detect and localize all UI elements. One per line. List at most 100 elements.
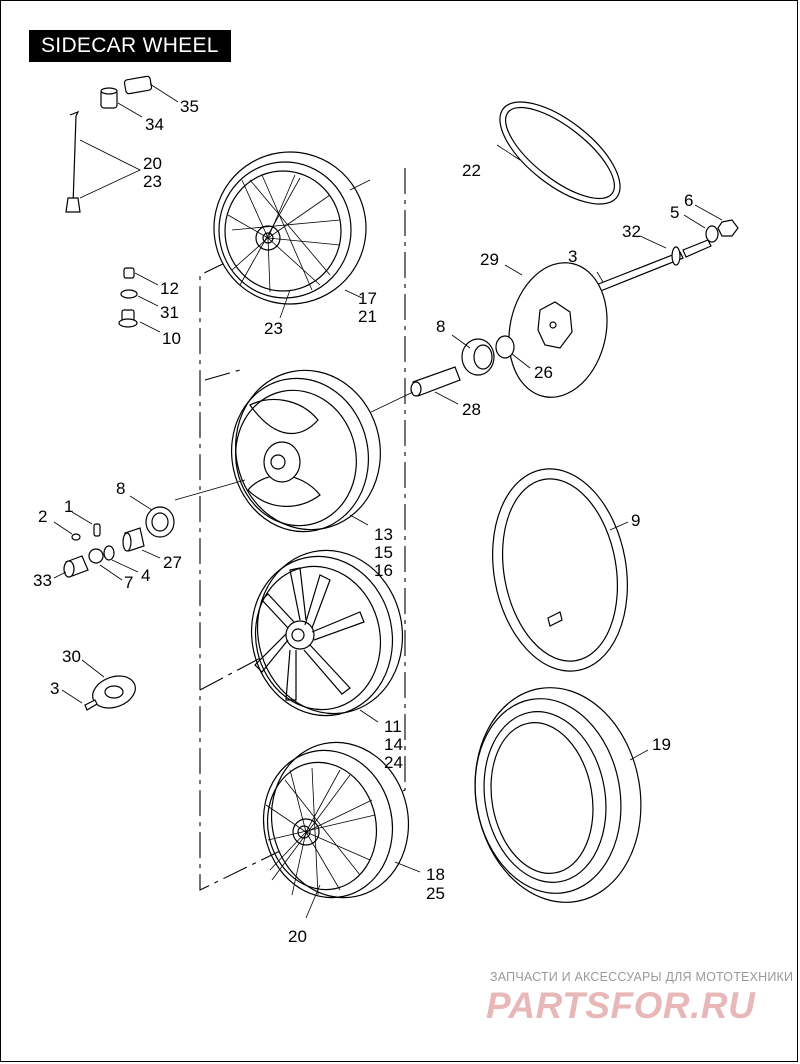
callout-21: 21 bbox=[358, 307, 377, 326]
leader-sleeve-wheel bbox=[364, 391, 414, 416]
leader-17 bbox=[344, 289, 363, 299]
leader-11 bbox=[359, 709, 379, 723]
callout-30: 30 bbox=[62, 647, 81, 666]
leader-22 bbox=[496, 144, 521, 161]
callout-17: 17 bbox=[358, 289, 377, 308]
callout-23b: 23 bbox=[264, 319, 283, 338]
callout-20a: 20 bbox=[143, 154, 162, 173]
callout-29: 29 bbox=[480, 250, 499, 269]
callout-15: 15 bbox=[374, 543, 393, 562]
leader-28 bbox=[434, 391, 459, 405]
callout-13: 13 bbox=[374, 525, 393, 544]
bearing-right-part bbox=[461, 338, 495, 376]
leader-8a bbox=[451, 334, 471, 349]
leader-wheel-dash bbox=[349, 179, 371, 191]
leader-9 bbox=[609, 521, 629, 531]
tire-part bbox=[474, 687, 642, 903]
callout-2: 2 bbox=[38, 507, 47, 526]
axle-nut-part bbox=[717, 219, 739, 237]
leader-3a bbox=[596, 271, 604, 283]
bearing-spacer-part bbox=[495, 335, 515, 359]
disc-wheel-part bbox=[230, 369, 381, 533]
leader-7 bbox=[99, 564, 123, 581]
thrust-washer-part bbox=[103, 545, 115, 561]
leader-6 bbox=[694, 204, 723, 221]
leader-bearing-wheel bbox=[174, 479, 246, 501]
callout-31: 31 bbox=[160, 303, 179, 322]
leader-19 bbox=[629, 749, 649, 761]
callout-8a: 8 bbox=[436, 317, 445, 336]
callout-1: 1 bbox=[64, 497, 73, 516]
callout-34: 34 bbox=[145, 115, 164, 134]
leader-33 bbox=[53, 571, 67, 579]
leader-8b bbox=[129, 495, 153, 511]
callout-19: 19 bbox=[652, 735, 671, 754]
leader-5 bbox=[683, 214, 706, 229]
axle-washer-part bbox=[705, 225, 719, 243]
callout-16: 16 bbox=[374, 561, 393, 580]
leader-23b bbox=[279, 289, 291, 319]
callout-5: 5 bbox=[670, 203, 679, 222]
callout-7: 7 bbox=[124, 573, 133, 592]
callout-6: 6 bbox=[684, 191, 693, 210]
callout-27: 27 bbox=[163, 553, 182, 572]
callout-23a: 23 bbox=[143, 172, 162, 191]
inner-tube-part bbox=[492, 468, 628, 672]
diagram-title: SIDECAR WHEEL bbox=[29, 30, 231, 62]
leader-1 bbox=[71, 511, 93, 525]
dowel-pin-part bbox=[93, 523, 101, 537]
spoke-part bbox=[65, 110, 81, 213]
laced-wheel-part bbox=[213, 151, 367, 305]
axle-part bbox=[595, 239, 712, 293]
leader-26 bbox=[511, 353, 531, 369]
speedo-drive-part bbox=[63, 555, 89, 578]
callout-11: 11 bbox=[384, 717, 402, 736]
spacer-sleeve-part bbox=[122, 527, 145, 552]
valve-stem-part bbox=[118, 309, 138, 328]
leader-13 bbox=[349, 514, 369, 526]
leader-34 bbox=[117, 102, 143, 118]
callout-10: 10 bbox=[162, 329, 181, 348]
brake-spacer-plate-part bbox=[92, 675, 136, 709]
leader-30 bbox=[81, 659, 105, 678]
callout-4: 4 bbox=[141, 566, 150, 585]
rim-strip-part bbox=[499, 101, 621, 205]
callout-24: 24 bbox=[384, 753, 403, 772]
gear-part bbox=[88, 548, 104, 564]
watermark-tagline: ЗАПЧАСТИ И АКСЕССУАРЫ ДЛЯ МОТОТЕХНИКИ bbox=[490, 970, 794, 984]
leader-4 bbox=[111, 559, 139, 573]
callout-33: 33 bbox=[33, 571, 52, 590]
spoke-nipple-part bbox=[123, 75, 153, 95]
callout-26: 26 bbox=[534, 363, 553, 382]
laced-wheel-lower-part bbox=[262, 741, 410, 899]
callout-8b: 8 bbox=[116, 479, 125, 498]
leader-27 bbox=[141, 549, 161, 559]
callout-25: 25 bbox=[426, 884, 445, 903]
leader-2 bbox=[53, 521, 73, 535]
leader-20b bbox=[305, 884, 321, 919]
leader-35 bbox=[149, 83, 179, 103]
callout-22: 22 bbox=[462, 161, 481, 180]
leader-20-23 bbox=[79, 139, 141, 199]
grommet-part bbox=[120, 289, 138, 299]
watermark-logo: PARTSFOR.RU bbox=[486, 985, 756, 1026]
leader-12 bbox=[134, 272, 159, 286]
axle-sleeve-part bbox=[410, 366, 461, 397]
callout-32: 32 bbox=[622, 222, 641, 241]
callout-12: 12 bbox=[160, 279, 179, 298]
callout-3a: 3 bbox=[568, 247, 577, 266]
cast-wheel-part bbox=[250, 549, 404, 717]
set-screw-part bbox=[71, 533, 81, 541]
spoke-nut-part bbox=[100, 87, 118, 109]
plate-screw-part bbox=[84, 699, 98, 711]
leader-10 bbox=[139, 321, 161, 333]
leader-3b bbox=[61, 689, 83, 704]
callout-18: 18 bbox=[426, 865, 445, 884]
brake-disc-part bbox=[508, 262, 608, 398]
callout-28: 28 bbox=[462, 400, 481, 419]
leader-29 bbox=[504, 264, 523, 276]
bearing-left-part bbox=[145, 506, 175, 538]
leader-32 bbox=[639, 235, 667, 249]
